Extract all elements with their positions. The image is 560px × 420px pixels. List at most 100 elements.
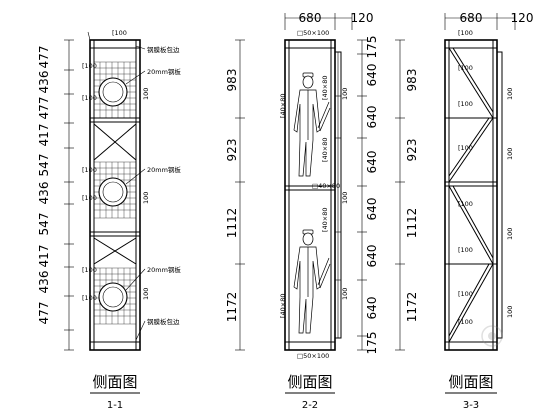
left-dimension-ticks: [395, 39, 405, 351]
member-label: [100: [112, 29, 127, 37]
member-label: 100: [142, 288, 150, 300]
side-rail: [496, 51, 503, 339]
dim-label: 1112: [405, 208, 419, 239]
top-dim-label: 680: [299, 11, 322, 25]
dim-label: 175: [365, 332, 379, 355]
dim-label: 640: [365, 64, 379, 87]
dim-label: 640: [365, 297, 379, 320]
dim-label: 1112: [225, 208, 239, 239]
section-label: 1-1: [107, 400, 123, 411]
leader-lines-1-1: [125, 45, 146, 341]
member-label: [100: [82, 194, 97, 202]
member-label: [100: [458, 144, 473, 152]
section-title: 侧面图: [92, 373, 137, 391]
member-label: [40×80: [279, 93, 287, 118]
section-label: 3-3: [463, 400, 479, 411]
dim-label: 547: [37, 213, 51, 236]
top-dim-label: 120: [351, 11, 374, 25]
note-label: 20mm钢板: [147, 67, 181, 76]
member-label: 100: [506, 228, 514, 240]
right-dimension-labels: 175 640 640 640 640 640 640 175: [365, 36, 379, 355]
member-label: [100: [82, 266, 97, 274]
member-label: [40×80: [321, 207, 329, 232]
circular-opening-top: [98, 77, 128, 107]
annotations-3-3: [100 [100 [100 [100 [100 [100 [100 [100 …: [458, 29, 514, 326]
section-label: 2-2: [302, 400, 318, 411]
member-label: 100: [506, 306, 514, 318]
side-rail-rungs: [335, 95, 341, 281]
dim-label: 983: [225, 69, 239, 92]
member-label: [100: [82, 62, 97, 70]
member-label: [100: [458, 290, 473, 298]
member-label: 100: [142, 88, 150, 100]
dim-label: 640: [365, 151, 379, 174]
member-label: 100: [142, 192, 150, 204]
frame-transoms: [445, 117, 497, 265]
member-label: [100: [458, 64, 473, 72]
dim-label: 640: [365, 245, 379, 268]
dim-label: 477: [37, 302, 51, 325]
right-dimension-ticks: [357, 39, 367, 351]
panel-1-1: 477 436 477 417 547 436 547 417 436 477: [37, 29, 181, 411]
dim-label: 1172: [225, 292, 239, 323]
dim-label: 640: [365, 106, 379, 129]
annotations-2-2: □50×100 □50×100 [40×80 [40×80 [40×80 [40…: [279, 29, 349, 360]
dim-label: 477: [37, 46, 51, 69]
member-label: [100: [458, 318, 473, 326]
frame-outline: [89, 39, 141, 351]
top-dim-label: 120: [511, 11, 534, 25]
dim-label: 417: [37, 245, 51, 268]
dim-label: 983: [405, 69, 419, 92]
panel-3-3: 680 120 983 923 1112 1172: [395, 11, 533, 411]
member-label: [100: [82, 94, 97, 102]
member-label: [100: [458, 100, 473, 108]
note-label: 钢膜板包边: [147, 45, 180, 54]
outer-dimension-labels: 477 436 477 417 547 436 547 417 436 477: [37, 46, 51, 325]
leader-dimension-top-1-1: [87, 31, 91, 41]
member-label: [100: [82, 166, 97, 174]
top-dimension-ticks: [284, 13, 353, 30]
dim-label: 640: [365, 198, 379, 221]
member-label: [100: [82, 294, 97, 302]
worker-figure-top: [293, 72, 331, 177]
member-label: 100: [341, 88, 349, 100]
note-label: 钢膜板包边: [147, 317, 180, 326]
truss-diagonals: [448, 47, 494, 343]
circular-opening-bottom: [98, 282, 128, 312]
member-label: 100: [506, 88, 514, 100]
dim-label: 923: [405, 139, 419, 162]
member-label: □50×100: [297, 352, 329, 360]
member-label: □40×80: [312, 182, 340, 190]
dim-label: 923: [225, 139, 239, 162]
member-label: [100: [458, 29, 473, 37]
worker-figure-bottom: [293, 229, 331, 334]
member-label: □50×100: [297, 29, 329, 37]
member-label: [40×80: [321, 75, 329, 100]
dim-label: 436: [37, 271, 51, 294]
dim-label: 436: [37, 182, 51, 205]
left-dimension-ticks: [235, 39, 245, 351]
diagonal-bracing: [93, 123, 137, 265]
note-label: 20mm钢板: [147, 265, 181, 274]
dim-label: 175: [365, 36, 379, 59]
dim-label: 477: [37, 97, 51, 120]
dim-label: 417: [37, 124, 51, 147]
dim-label: 1172: [405, 292, 419, 323]
top-dimension-ticks: [444, 13, 516, 30]
annotations-1-1: [100 [100 [100 [100 [100 [100 [100 钢膜板包边…: [82, 29, 181, 326]
dimension-ticks-outer: [64, 39, 74, 351]
member-label: 100: [506, 148, 514, 160]
dim-label: 436: [37, 71, 51, 94]
note-label: 20mm钢板: [147, 165, 181, 174]
top-dim-label: 680: [460, 11, 483, 25]
dim-label: 547: [37, 154, 51, 177]
member-label: 100: [341, 288, 349, 300]
member-label: [40×80: [279, 293, 287, 318]
panel-2-2: 680 120 983 923 1112 1172 175: [225, 11, 379, 411]
section-title: 侧面图: [287, 373, 332, 391]
member-label: 100: [341, 192, 349, 204]
watermark-logo: [481, 325, 503, 347]
member-label: [40×80: [321, 137, 329, 162]
member-label: [100: [458, 200, 473, 208]
